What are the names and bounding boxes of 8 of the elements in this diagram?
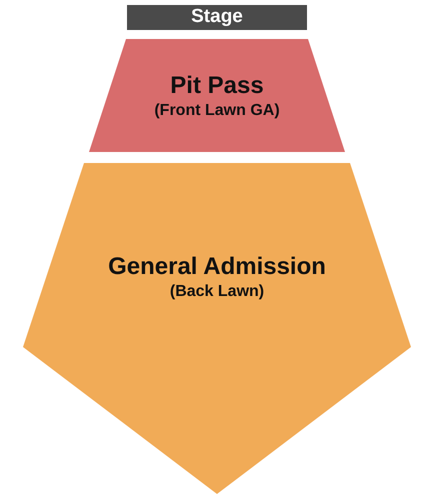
section-name: General Admission	[108, 253, 326, 281]
stage-block	[127, 5, 307, 30]
section-note: (Back Lawn)	[170, 283, 264, 302]
section-note: (Front Lawn GA)	[154, 102, 280, 120]
stage-label: Stage	[191, 6, 243, 28]
seating-section	[89, 39, 345, 152]
seating-section	[23, 163, 411, 494]
section-name: Pit Pass	[170, 72, 264, 100]
